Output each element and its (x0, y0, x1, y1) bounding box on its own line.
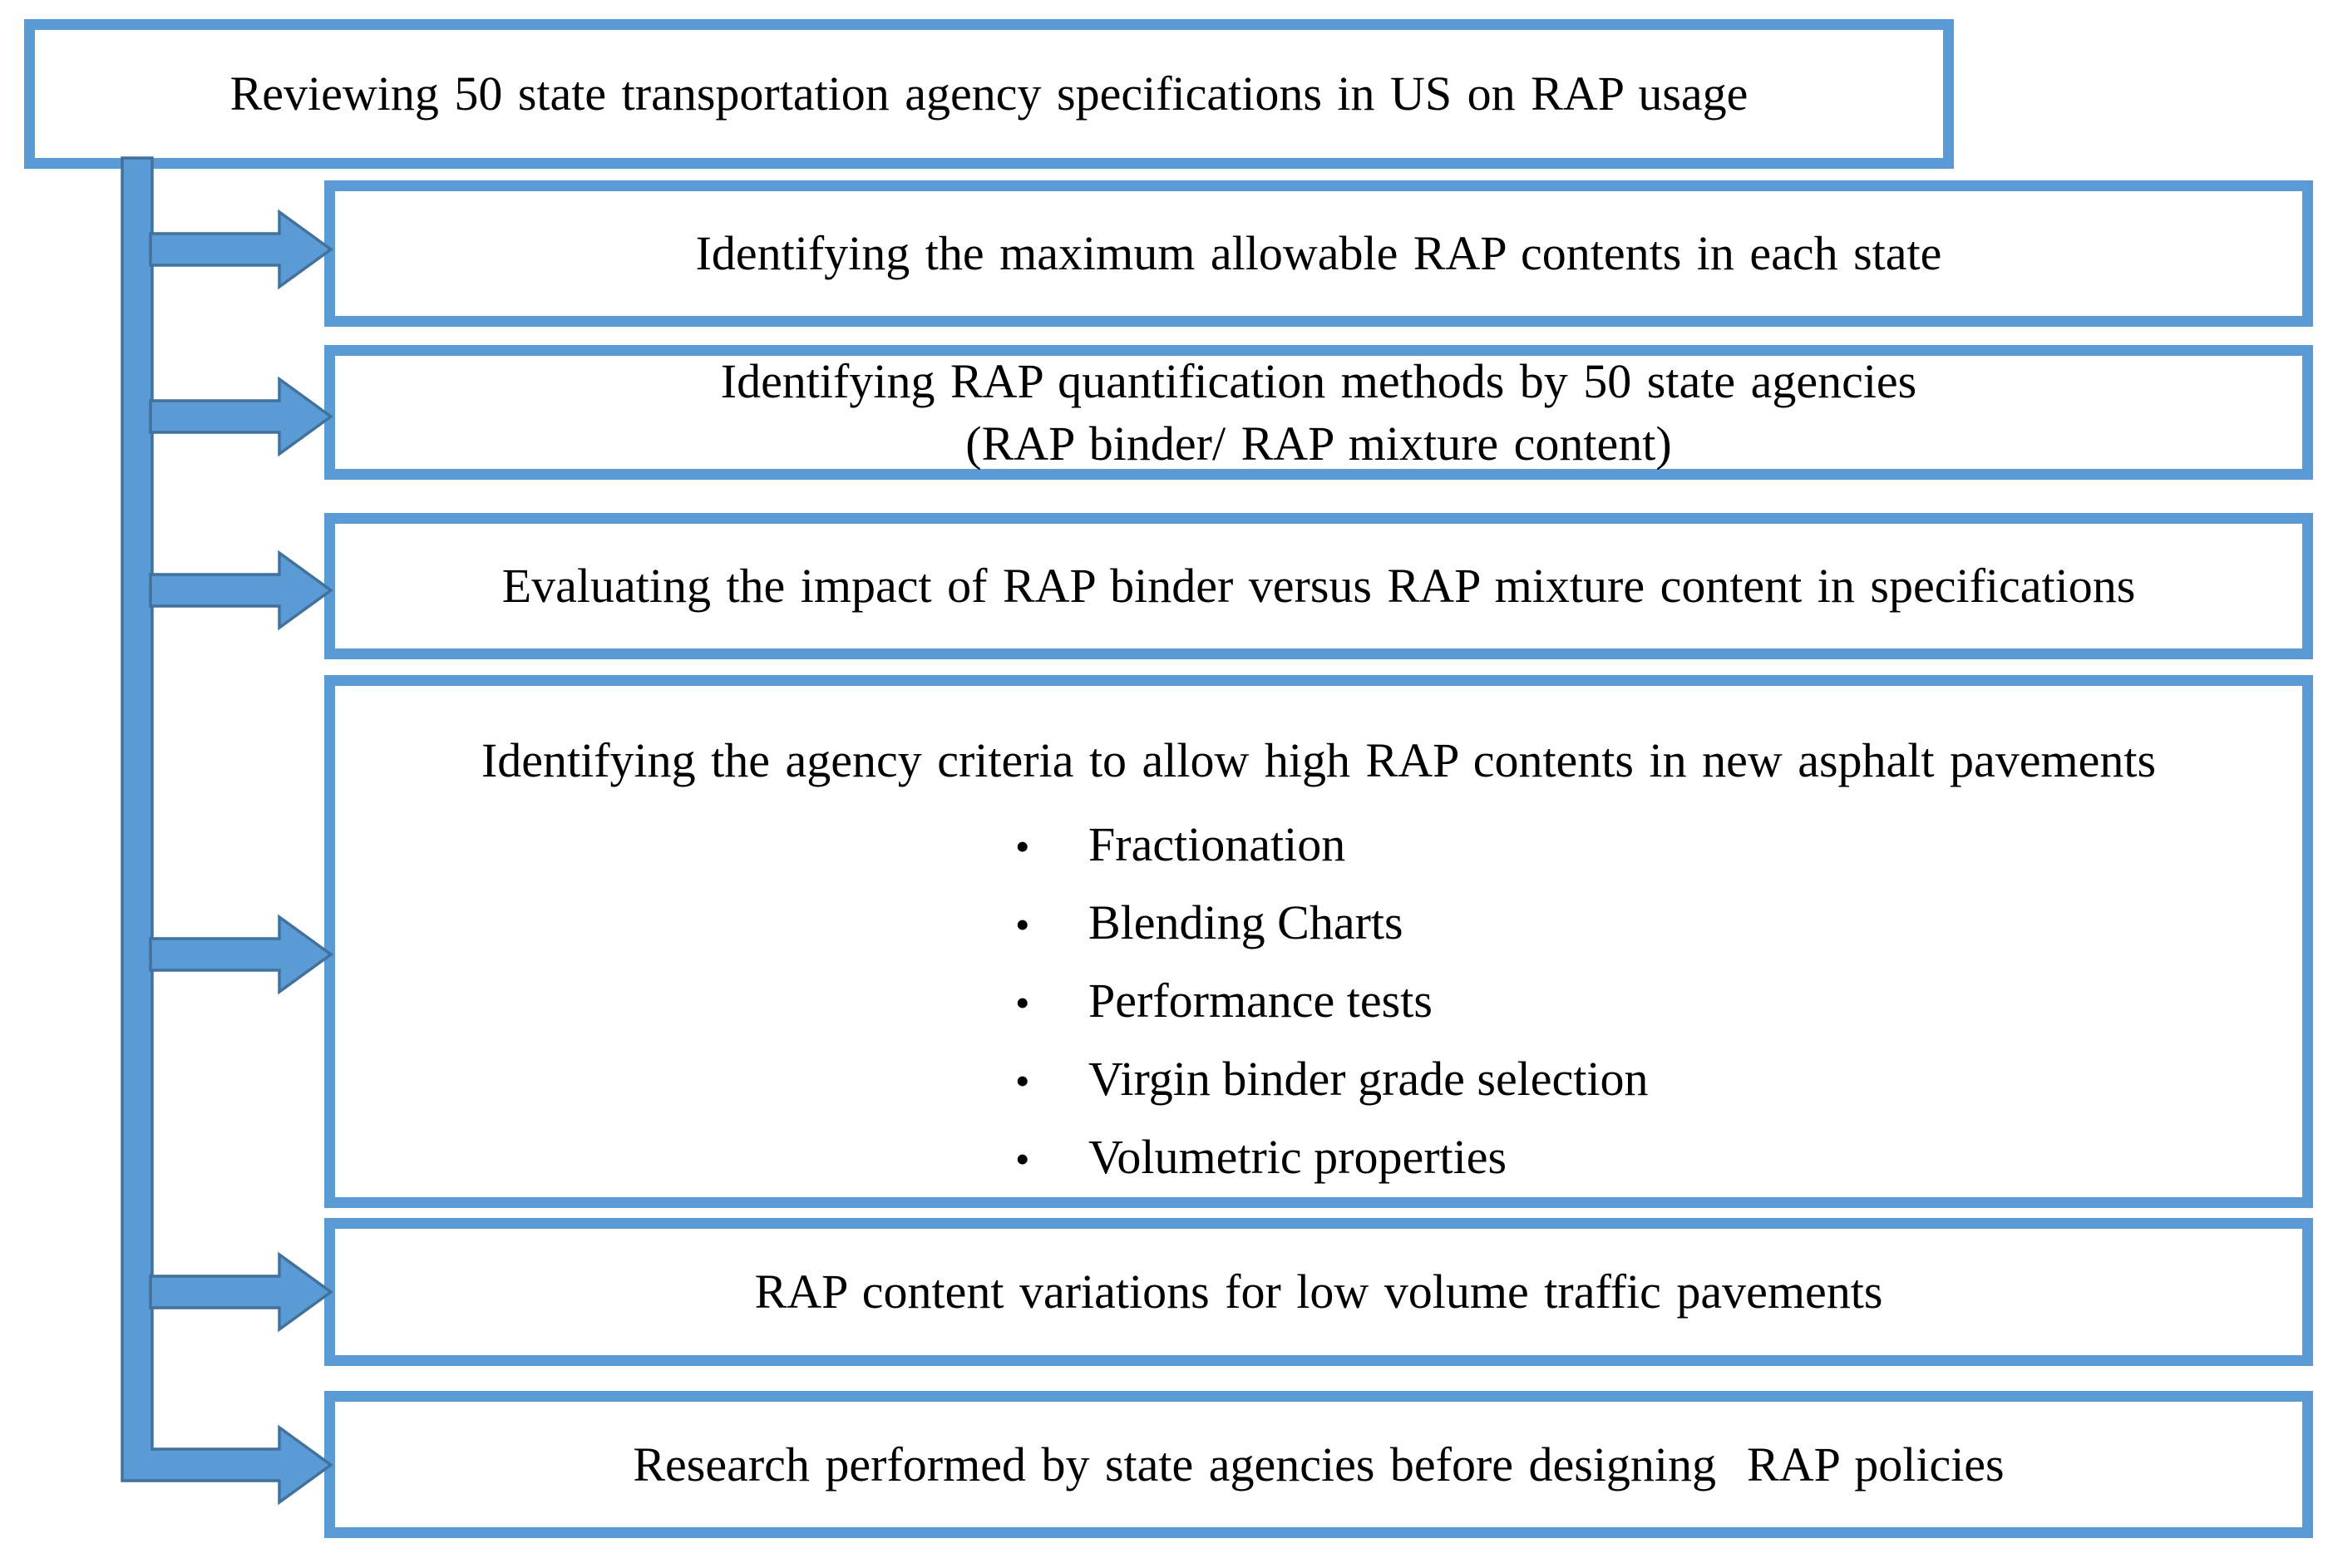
branch-box-agency-research: Research performed by state agencies bef… (324, 1391, 2313, 1538)
bullet-item: • Volumetric properties (1015, 1119, 1649, 1197)
branch-box-sublabel: (RAP binder/ RAP mixture content) (965, 417, 1672, 471)
branch-box-label: Identifying RAP quantification methods b… (720, 353, 1917, 408)
branch-box-label: Evaluating the impact of RAP binder vers… (501, 559, 2136, 614)
branch-box-label: Research performed by state agencies bef… (633, 1437, 2005, 1492)
branch-box-binder-vs-mixture: Evaluating the impact of RAP binder vers… (324, 513, 2313, 659)
branch-box-agency-criteria: Identifying the agency criteria to allow… (324, 675, 2313, 1208)
criteria-bullet-list: • Fractionation • Blending Charts • Perf… (1015, 806, 1649, 1197)
bullet-item-label: Volumetric properties (1088, 1130, 1507, 1185)
bullet-dot-icon: • (1015, 823, 1030, 870)
bullet-dot-icon: • (1015, 1136, 1030, 1183)
branch-arrow-icon (149, 209, 333, 290)
bullet-item-label: Blending Charts (1088, 895, 1403, 950)
branch-arrow-icon (149, 1251, 333, 1333)
branch-box-quantification-methods: Identifying RAP quantification methods b… (324, 345, 2313, 480)
branch-arrow-icon (149, 550, 333, 631)
bullet-dot-icon: • (1015, 1058, 1030, 1105)
bullet-item-label: Performance tests (1088, 974, 1433, 1028)
branch-box-low-volume-traffic: RAP content variations for low volume tr… (324, 1218, 2313, 1366)
bullet-item: • Virgin binder grade selection (1015, 1041, 1649, 1119)
bullet-item: • Blending Charts (1015, 885, 1649, 963)
branch-arrow-icon (149, 914, 333, 995)
branch-arrow-icon (149, 376, 333, 457)
bullet-item: • Fractionation (1015, 806, 1649, 885)
branch-box-max-rap-contents: Identifying the maximum allowable RAP co… (324, 180, 2313, 327)
trunk-elbow-arrow-icon (121, 156, 333, 1506)
bullet-item-label: Virgin binder grade selection (1088, 1052, 1649, 1107)
branch-box-label: RAP content variations for low volume tr… (754, 1265, 1883, 1319)
branch-box-label: Identifying the maximum allowable RAP co… (695, 226, 1942, 281)
root-box: Reviewing 50 state transportation agency… (24, 19, 1954, 169)
bullet-item-label: Fractionation (1088, 817, 1346, 872)
bullet-dot-icon: • (1015, 979, 1030, 1027)
bullet-item: • Performance tests (1015, 963, 1649, 1041)
bullet-dot-icon: • (1015, 901, 1030, 949)
branch-box-label: Identifying the agency criteria to allow… (481, 733, 2157, 787)
root-box-label: Reviewing 50 state transportation agency… (229, 67, 1749, 121)
